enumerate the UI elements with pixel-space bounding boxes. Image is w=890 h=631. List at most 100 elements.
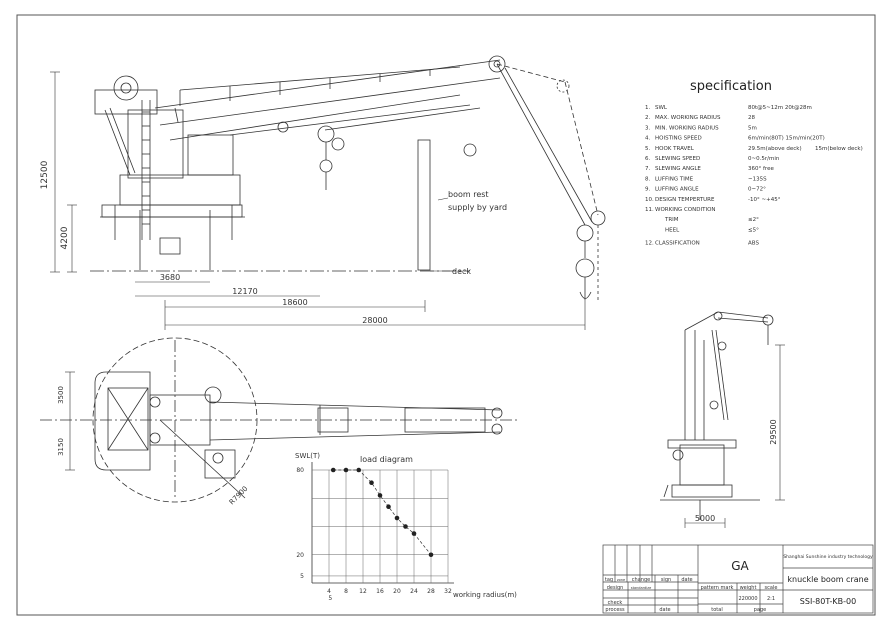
load-point xyxy=(403,524,408,529)
spec-row-number: 10. xyxy=(645,197,654,203)
title-block xyxy=(602,544,874,614)
tb-label-scale: scale xyxy=(765,585,778,591)
drawing-number: SSI-80T-KB-00 xyxy=(800,597,856,606)
dim-radius-1: 12170 xyxy=(232,287,257,296)
load-point xyxy=(386,504,391,510)
dim-height-base: 4200 xyxy=(60,226,70,249)
load-diagram-x-tick: 24 xyxy=(410,588,418,595)
label-boom-rest: boom rest xyxy=(448,190,489,199)
sheet-border xyxy=(16,14,876,616)
load-point xyxy=(356,467,362,473)
spec-row-name: TRIM xyxy=(664,217,679,223)
spec-row-number: 12. xyxy=(645,241,654,247)
spec-row-number: 6. xyxy=(645,156,650,162)
tb-label-check: check xyxy=(608,600,623,606)
spec-row-name: SWL xyxy=(655,105,668,111)
spec-row-name: MAX. WORKING RADIUS xyxy=(655,115,721,121)
load-point xyxy=(428,552,434,558)
plan-dim-radius: R7900 xyxy=(228,485,250,507)
spec-row-name: HOISTING SPEED xyxy=(655,136,702,142)
dim-base: 3680 xyxy=(160,273,180,282)
spec-row-value: 360° free xyxy=(748,166,774,172)
spec-table: 1. SWL 80t@5~12m 20t@28m 2. MAX. WORKING RAD… xyxy=(645,105,863,247)
load-diagram-x-tick: 32 xyxy=(444,588,452,595)
side-dim-height: 29500 xyxy=(769,419,778,444)
spec-row-value: 29.5m(above deck) xyxy=(748,146,802,152)
spec-row-value: ABS xyxy=(748,241,759,247)
tb-label-sign: sign xyxy=(661,577,671,583)
spec-row-name: CLASSIFICATION xyxy=(655,241,700,247)
spec-row-name: HOOK TRAVEL xyxy=(655,146,695,152)
spec-row-value: ≤2° xyxy=(748,217,759,223)
side-dim-width: 5000 xyxy=(695,514,715,523)
tb-label-approve-date: date xyxy=(659,607,670,613)
spec-row-name: SLEWING ANGLE xyxy=(655,166,701,172)
spec-row-value: -10° ~+45° xyxy=(748,197,781,203)
dim-height-total: 12500 xyxy=(40,160,50,189)
load-diagram-title: load diagram xyxy=(360,455,413,464)
spec-row-name: MIN. WORKING RADIUS xyxy=(655,125,719,131)
tb-label-page: page xyxy=(754,607,767,613)
spec-title: specification xyxy=(690,79,772,94)
plan-dim-top: 3500 xyxy=(57,386,65,404)
load-diagram-y-tick: 80 xyxy=(296,467,304,474)
spec-row-value: 80t@5~12m 20t@28m xyxy=(748,105,812,111)
load-diagram-x-tick: 8 xyxy=(344,588,348,595)
load-curve xyxy=(333,469,432,555)
spec-row-number: 8. xyxy=(645,176,650,182)
tb-label-standardize: standardize xyxy=(631,586,652,590)
spec-row-value: 0~72° xyxy=(748,187,766,193)
spec-row-number: 11. xyxy=(645,207,654,213)
spec-row-number: 5. xyxy=(645,146,650,152)
label-deck: deck xyxy=(452,267,471,276)
side-dimensions xyxy=(684,344,785,528)
load-diagram-x-tick-extra: 5 xyxy=(328,595,332,602)
drawing-name: knuckle boom crane xyxy=(787,575,868,584)
tb-label-tag: tag xyxy=(605,577,613,583)
spec-row-value: 28 xyxy=(748,115,755,121)
spec-row-value: 0~0.5r/min xyxy=(748,156,780,162)
tb-label-pattern: pattern mark xyxy=(701,585,734,591)
crane-plan-view xyxy=(40,337,520,503)
tb-label-change: change xyxy=(632,577,650,583)
plan-dim-bottom: 3150 xyxy=(57,438,65,456)
tb-label-process: process xyxy=(605,607,625,613)
crane-elevation-view xyxy=(90,55,606,300)
spec-row-value: ≤5° xyxy=(748,227,759,233)
tb-label-date: date xyxy=(681,577,692,583)
load-diagram-y-tick: 20 xyxy=(296,552,304,559)
spec-row-name: HEEL xyxy=(665,227,680,233)
spec-row-value-2: 15m(below deck) xyxy=(815,146,863,152)
crane-side-view xyxy=(660,311,774,520)
dim-radius-3: 28000 xyxy=(362,316,387,325)
spec-row-name: SLEWING SPEED xyxy=(655,156,700,162)
load-diagram-xlabel: working radius(m) xyxy=(453,591,517,599)
load-diagram-y-tick: 5 xyxy=(300,573,304,580)
load-point xyxy=(394,515,400,521)
tb-label-design: design xyxy=(607,585,624,591)
tb-label-weight: weight xyxy=(740,585,757,591)
spec-row-number: 3. xyxy=(645,125,650,131)
load-point xyxy=(411,531,417,536)
spec-row-name: LUFFING TIME xyxy=(655,176,694,182)
load-point xyxy=(377,493,383,498)
tb-weight-value: 220000 xyxy=(738,596,757,602)
spec-row-number: 2. xyxy=(645,115,650,121)
spec-row-number: 9. xyxy=(645,187,650,193)
load-diagram-x-tick: 12 xyxy=(359,588,367,595)
load-diagram-x-tick: 28 xyxy=(427,588,435,595)
load-diagram-x-tick: 4 xyxy=(327,588,331,595)
spec-row-number: 1. xyxy=(645,105,650,111)
dim-radius-2: 18600 xyxy=(282,298,307,307)
tb-scale-value: 2:1 xyxy=(767,596,775,602)
plan-dimensions xyxy=(65,371,75,471)
sheet-title: GA xyxy=(731,559,749,573)
label-supply-by-yard: supply by yard xyxy=(448,203,507,212)
load-diagram-ylabel: SWL(T) xyxy=(295,452,320,460)
load-diagram-x-tick: 20 xyxy=(393,588,401,595)
spec-row-number: 4. xyxy=(645,136,650,142)
load-point xyxy=(330,467,336,473)
spec-row-number: 7. xyxy=(645,166,650,172)
